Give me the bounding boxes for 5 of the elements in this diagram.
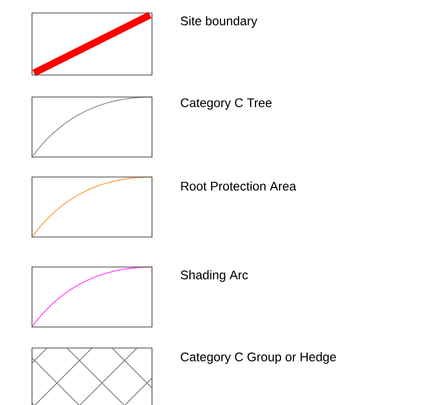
legend-label: Category C Tree bbox=[180, 98, 272, 110]
legend-label: Root Protection Area bbox=[181, 181, 296, 191]
legend-label: Shading Arc bbox=[180, 270, 248, 282]
legend-label: Site boundary bbox=[180, 16, 258, 28]
legend-label: Category C Group or Hedge bbox=[180, 352, 336, 364]
